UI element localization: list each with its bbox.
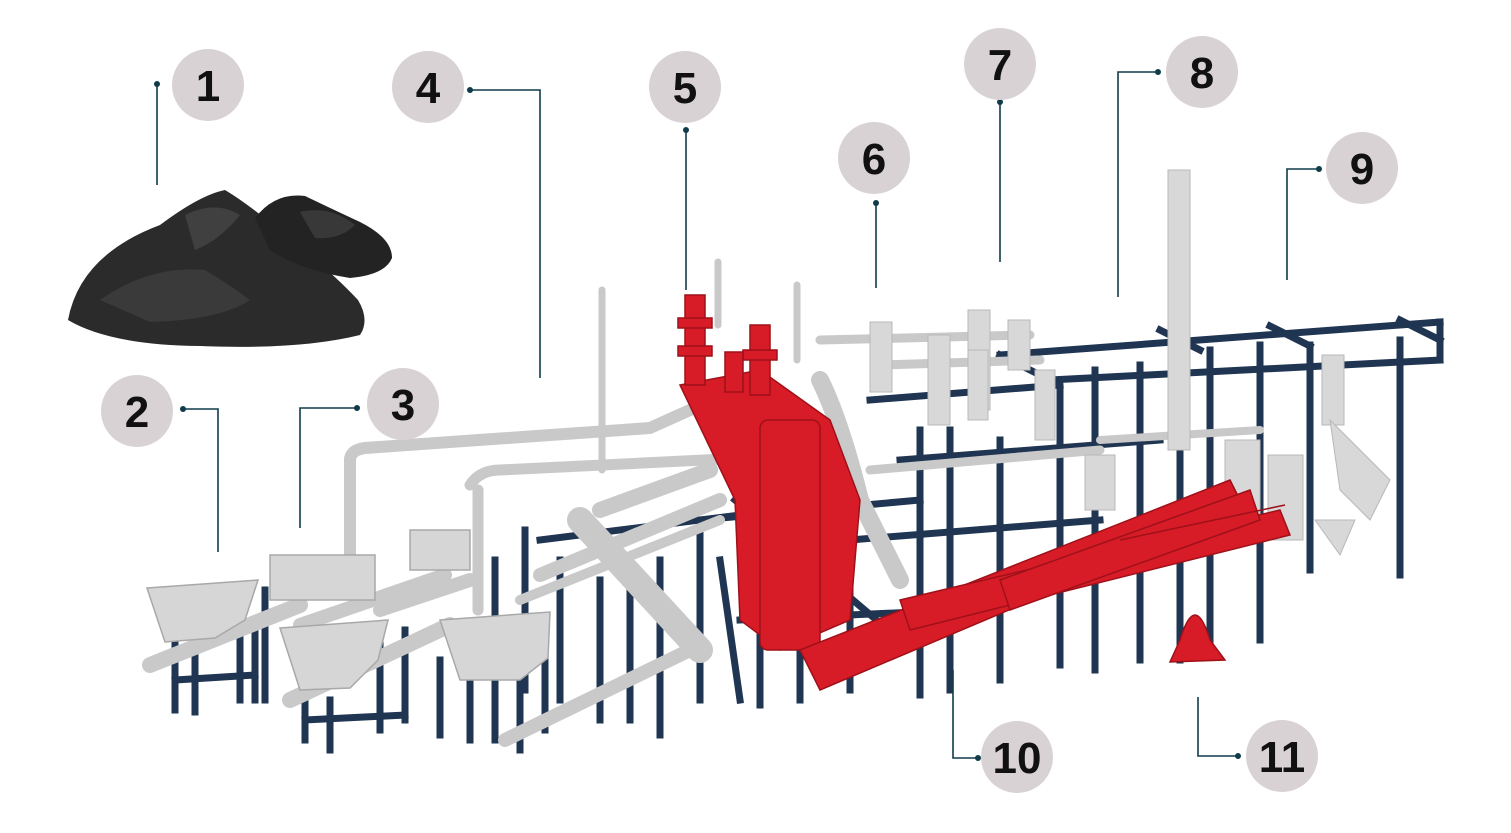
leader-line-8 [1117,71,1158,297]
reactor-and-kilns [677,294,1292,691]
leader-line-3 [299,407,357,528]
leader-line-11 [1197,697,1238,757]
callout-8: 8 [1166,36,1238,108]
leader-line-4 [470,89,541,378]
leader-dots [154,69,1322,761]
callout-5: 5 [649,51,721,123]
callout-7: 7 [964,28,1036,100]
callout-label-5: 5 [673,64,697,113]
callout-6: 6 [838,122,910,194]
callout-label-4: 4 [416,64,441,113]
callout-4: 4 [392,51,464,123]
leader-line-9 [1286,168,1319,280]
callout-3: 3 [367,368,439,440]
callout-label-3: 3 [391,381,415,430]
callout-label-9: 9 [1350,145,1374,194]
callout-10: 10 [981,721,1053,793]
callout-1: 1 [172,49,244,121]
callout-label-1: 1 [196,62,220,111]
coal-pile [68,190,392,347]
callout-label-8: 8 [1190,49,1214,98]
leader-lines [156,71,1319,759]
leader-line-2 [183,408,219,552]
callout-2: 2 [101,375,173,447]
callout-label-2: 2 [125,388,149,437]
steel-frame [171,315,1445,754]
callout-label-11: 11 [1259,733,1306,782]
feed-hoppers [145,529,551,691]
callout-label-7: 7 [988,41,1012,90]
callout-label-6: 6 [862,135,886,184]
callout-9: 9 [1326,132,1398,204]
callout-label-10: 10 [993,734,1042,783]
callout-11: 11 [1246,720,1318,792]
leader-line-10 [952,670,978,759]
pipework [142,258,1264,747]
